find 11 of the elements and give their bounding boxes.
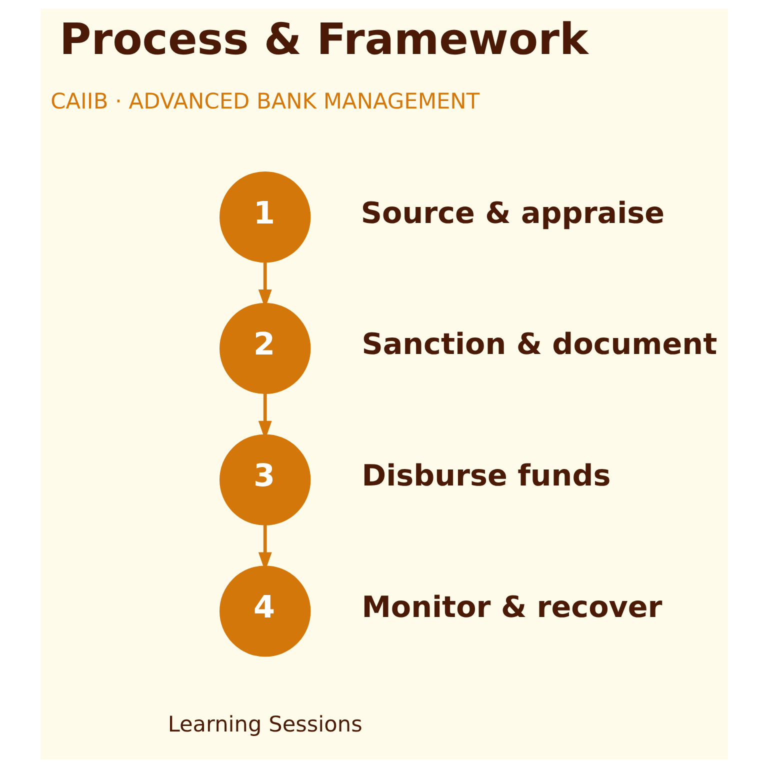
diagram-title: Process & Framework [59,14,588,65]
node-circle: 2 [219,302,310,394]
node-circle: 1 [219,171,310,263]
label: CAIIB · ADVANCED BANK MANAGEMENT [50,89,480,114]
node-label: Monitor & recover [361,590,662,624]
label: Learning Sessions [167,712,362,738]
node-label: Sanction & document [361,327,717,362]
node-label: Disburse funds [361,458,610,493]
node-circle: 4 [219,566,310,657]
node-circle: 3 [219,434,310,526]
node-label: Source & appraise [360,196,664,230]
